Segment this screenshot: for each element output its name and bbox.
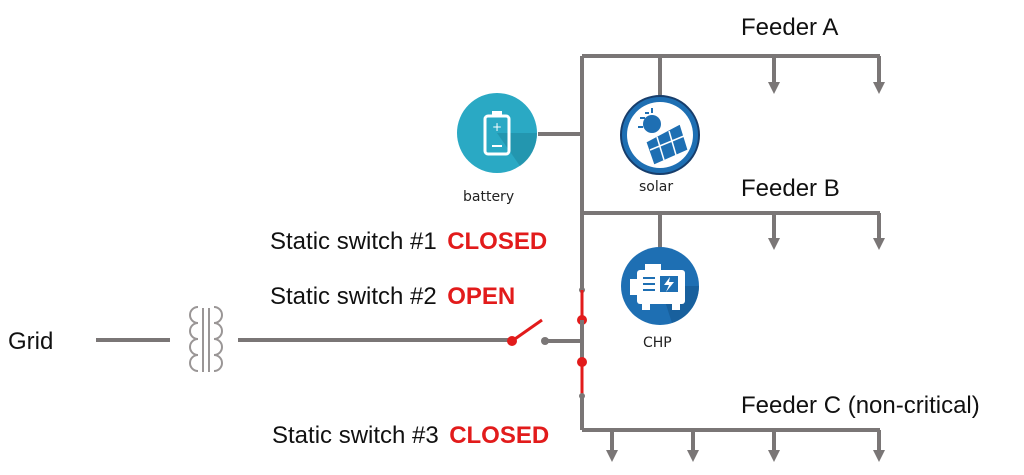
generator-icon [621, 247, 699, 325]
svg-text:+: + [492, 120, 502, 134]
static-switch-1-name: Static switch #1 [270, 228, 437, 255]
static-switch-1-label: Static switch #1 CLOSED [270, 228, 547, 255]
feeder-c-load-arrow [873, 450, 885, 462]
static-switch-3 [577, 357, 587, 399]
feeder-b-label: Feeder B [741, 175, 840, 202]
feeder-c [582, 428, 881, 452]
static-switch-3-label: Static switch #3 CLOSED [272, 422, 549, 449]
static-switch-3-state: CLOSED [449, 422, 549, 449]
static-switch-2 [507, 318, 582, 346]
feeder-b-load-arrow [873, 238, 885, 250]
feeder-c-load-arrow [606, 450, 618, 462]
battery-icon: + [457, 93, 538, 173]
chp-label: CHP [643, 335, 672, 351]
grid-label: Grid [8, 328, 53, 355]
feeder-a [582, 54, 881, 98]
feeder-c-label: Feeder C (non-critical) [741, 392, 980, 419]
battery-label: battery [463, 189, 514, 205]
static-switch-2-label: Static switch #2 OPEN [270, 283, 515, 310]
feeder-a-label: Feeder A [741, 14, 838, 41]
static-switch-2-name: Static switch #2 [270, 283, 437, 310]
feeder-a-load-arrow [873, 82, 885, 94]
transformer-icon [189, 306, 223, 372]
solar-panel-icon [620, 95, 700, 175]
solar-label: solar [639, 179, 673, 195]
feeder-b [582, 211, 881, 248]
static-switch-1 [577, 287, 587, 325]
feeder-a-load-arrow [768, 82, 780, 94]
feeder-c-load-arrow [687, 450, 699, 462]
feeder-c-load-arrow [768, 450, 780, 462]
static-switch-3-name: Static switch #3 [272, 422, 439, 449]
static-switch-1-state: CLOSED [447, 228, 547, 255]
feeder-b-load-arrow [768, 238, 780, 250]
static-switch-2-state: OPEN [447, 283, 515, 310]
